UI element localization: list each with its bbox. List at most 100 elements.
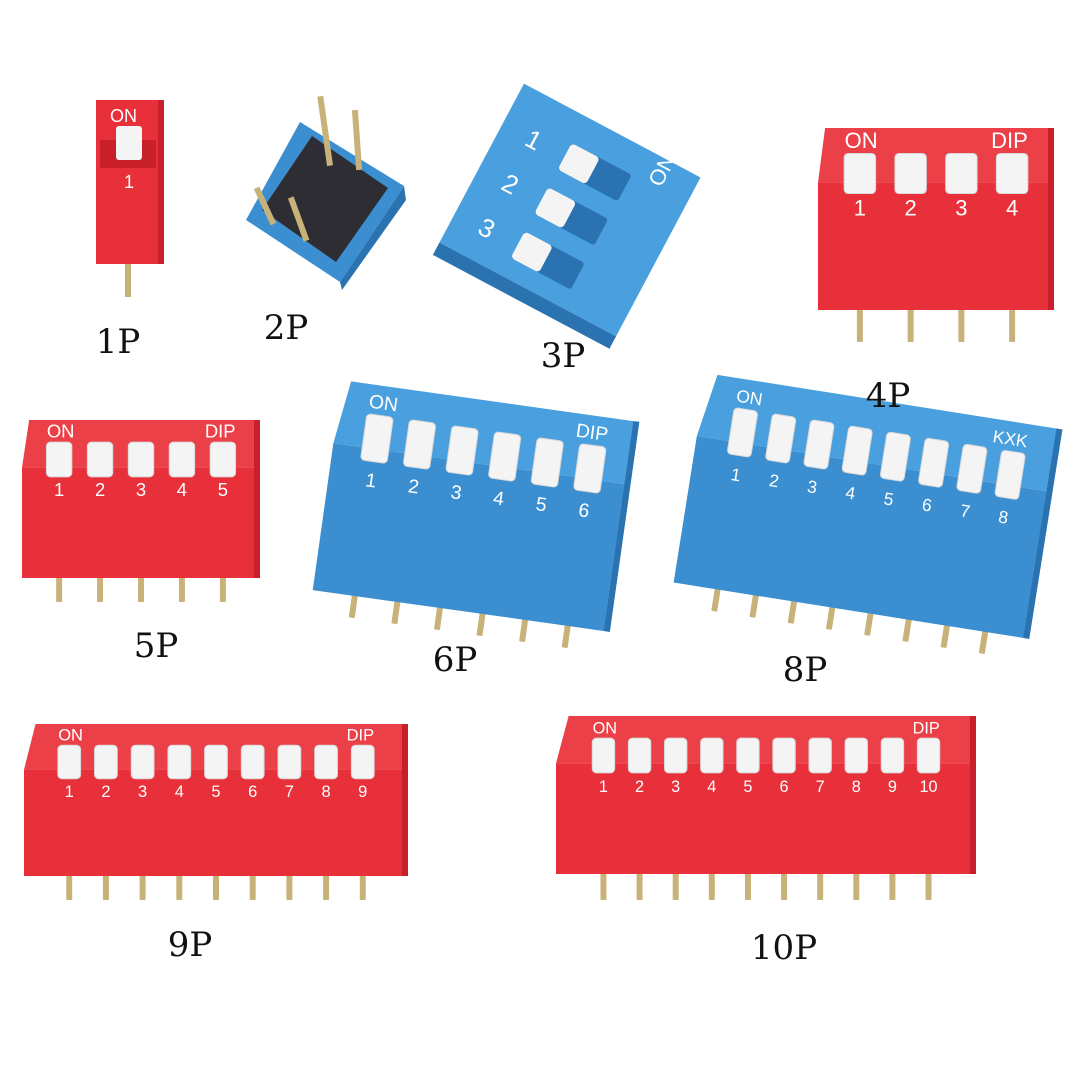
switch-top xyxy=(556,716,976,764)
slider-3 xyxy=(664,737,688,774)
position-number-1: 1 xyxy=(364,469,378,492)
slider-3 xyxy=(945,152,978,195)
pin xyxy=(178,572,185,602)
pin xyxy=(817,868,824,900)
position-number-9: 9 xyxy=(888,778,897,796)
slider-1 xyxy=(45,441,73,478)
position-number-7: 7 xyxy=(959,500,972,521)
slider-4 xyxy=(168,441,196,478)
brand-label: DIP xyxy=(913,719,940,737)
position-number-4: 4 xyxy=(707,778,716,796)
switch-side xyxy=(1023,428,1063,639)
position-number-8: 8 xyxy=(852,778,861,796)
on-label: ON xyxy=(593,719,617,737)
position-number-2: 2 xyxy=(95,479,105,500)
position-number-10: 10 xyxy=(920,778,938,796)
position-number-1: 1 xyxy=(124,172,134,192)
slider-4 xyxy=(488,431,522,482)
pin xyxy=(348,589,359,619)
position-number-4: 4 xyxy=(844,482,857,503)
position-number-5: 5 xyxy=(882,488,895,509)
pin xyxy=(600,868,607,900)
pin xyxy=(940,619,951,648)
slider-9 xyxy=(880,737,905,774)
slider-3 xyxy=(127,441,155,478)
switch-side xyxy=(158,100,164,264)
position-number-1: 1 xyxy=(729,464,742,485)
pin xyxy=(287,196,310,242)
slider-6 xyxy=(772,737,796,774)
position-number-8: 8 xyxy=(997,506,1010,527)
slider-2 xyxy=(627,737,652,774)
pin xyxy=(1009,304,1016,342)
pin xyxy=(711,583,722,612)
slider-3 xyxy=(130,744,155,780)
position-number-5: 5 xyxy=(211,783,220,801)
pin xyxy=(359,870,366,900)
slider-2 xyxy=(86,441,114,478)
position-number-6: 6 xyxy=(921,494,934,515)
position-number-1: 1 xyxy=(54,479,64,500)
pin xyxy=(826,601,837,630)
slider-5 xyxy=(879,431,911,482)
pin xyxy=(781,868,788,900)
on-label: ON xyxy=(368,391,400,417)
position-number-7: 7 xyxy=(285,783,294,801)
pin xyxy=(856,304,863,342)
pin xyxy=(978,625,989,654)
pin xyxy=(176,870,183,900)
slider-4 xyxy=(841,425,873,476)
slider-10 xyxy=(916,737,941,774)
switch-body xyxy=(312,443,631,632)
position-number-4: 4 xyxy=(492,487,506,510)
caption-9p: 9P xyxy=(167,925,213,965)
caption-6p: 6P xyxy=(432,640,478,680)
pin xyxy=(672,868,679,900)
pin xyxy=(391,595,402,625)
pin xyxy=(317,95,333,167)
pin xyxy=(66,870,73,900)
position-number-3: 3 xyxy=(136,479,146,500)
slider-2 xyxy=(535,188,576,228)
slider-1 xyxy=(727,407,758,458)
slider-6 xyxy=(573,443,607,494)
slider-1 xyxy=(591,737,616,774)
pin xyxy=(476,607,487,637)
dip-switch-2p xyxy=(246,95,406,290)
slider-1 xyxy=(843,152,877,195)
position-number-2: 2 xyxy=(407,475,421,498)
slider-3 xyxy=(512,232,552,272)
slider-2 xyxy=(765,413,797,464)
on-label: ON xyxy=(735,386,764,410)
position-number-2: 2 xyxy=(635,778,644,796)
pin xyxy=(744,868,751,900)
pin xyxy=(864,607,875,636)
pin xyxy=(853,868,860,900)
position-number-7: 7 xyxy=(816,778,825,796)
caption-3p: 3P xyxy=(540,336,586,376)
slider-7 xyxy=(956,443,988,494)
switch-top xyxy=(333,381,640,485)
switch-body xyxy=(22,467,260,578)
position-number-5: 5 xyxy=(534,493,548,516)
slider-5 xyxy=(209,441,237,478)
pin xyxy=(138,572,144,602)
position-number-3: 3 xyxy=(138,783,147,801)
slider-8 xyxy=(994,450,1026,500)
position-number-5: 5 xyxy=(743,778,752,796)
slider-5 xyxy=(204,744,228,780)
pin xyxy=(351,109,363,171)
slider-5 xyxy=(530,437,564,488)
slider-2 xyxy=(403,419,436,470)
switch-side xyxy=(432,242,617,349)
brand-label: DIP xyxy=(991,128,1028,153)
slider-9 xyxy=(350,744,375,780)
pin xyxy=(561,619,572,649)
slider-1 xyxy=(116,126,142,160)
pin xyxy=(708,868,715,900)
